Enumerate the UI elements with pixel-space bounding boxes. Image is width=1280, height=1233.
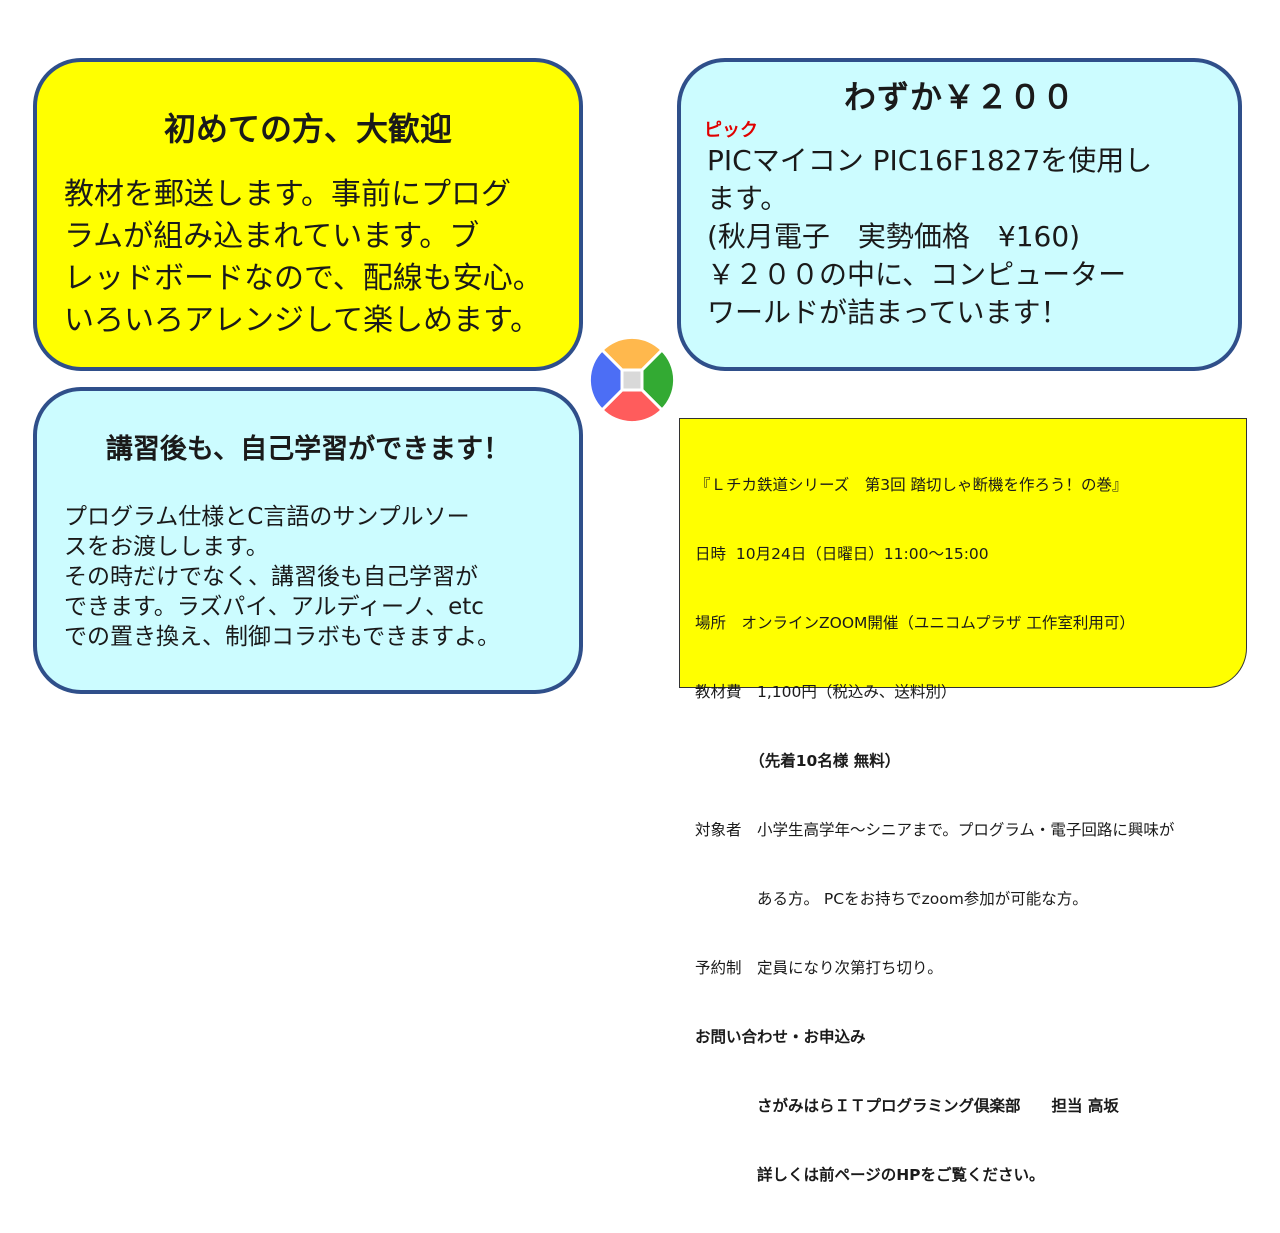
- wheel-segment-left: [587, 347, 624, 413]
- price-line: ￥２００の中に、コンピューター: [707, 258, 1127, 291]
- price-title: わずか￥２００: [843, 78, 1075, 116]
- welcome-line: いろいろアレンジして楽しめます。: [64, 303, 541, 338]
- event-line: 『Ｌチカ鉄道シリーズ 第3回 踏切しゃ断機を作ろう！の巻』: [695, 476, 1128, 494]
- welcome-box: 初めての方、大歓迎 教材を郵送します。事前にプログ ラムが組み込まれています。ブ…: [33, 58, 583, 371]
- self-study-line: できます。ラズパイ、アルディーノ、etc: [64, 594, 484, 620]
- price-line: PICマイコン PIC16F1827を使用し: [707, 144, 1153, 177]
- welcome-title: 初めての方、大歓迎: [163, 110, 452, 148]
- event-line: 場所 オンラインZOOM開催（ユニコムプラザ 工作室利用可）: [695, 614, 1135, 632]
- price-box: わずか￥２００ ピック PICマイコン PIC16F1827を使用し ます。 (…: [677, 58, 1242, 371]
- event-line: 教材費 1,100円（税込み、送料別）: [695, 683, 957, 701]
- price-line: (秋月電子 実勢価格 ¥160): [707, 220, 1081, 253]
- self-study-line: プログラム仕様とC言語のサンプルソー: [64, 504, 470, 530]
- event-line: 対象者 小学生高学年～シニアまで。プログラム・電子回路に興味が: [695, 821, 1175, 839]
- event-line: お問い合わせ・お申込み: [695, 1028, 866, 1046]
- self-study-title: 講習後も、自己学習ができます！: [105, 434, 511, 465]
- welcome-line: 教材を郵送します。事前にプログ: [64, 177, 511, 212]
- wheel-center: [620, 368, 644, 392]
- pic-ruby: ピック: [704, 120, 758, 141]
- color-wheel-graphic: [587, 335, 677, 425]
- event-line: 詳しくは前ページのHPをご覧ください。: [695, 1166, 1045, 1184]
- self-study-box: 講習後も、自己学習ができます！ プログラム仕様とC言語のサンプルソー スをお渡し…: [33, 387, 583, 694]
- self-study-text: プログラム仕様とC言語のサンプルソー スをお渡しします。 その時だけでなく、講習…: [64, 502, 500, 652]
- event-info-box: 『Ｌチカ鉄道シリーズ 第3回 踏切しゃ断機を作ろう！の巻』 日時 10月24日（…: [679, 418, 1247, 1184]
- event-line: （先着10名様 無料）: [695, 752, 901, 770]
- event-line: さがみはらＩＴプログラミング倶楽部 担当 高坂: [695, 1097, 1119, 1115]
- price-line: ワールドが詰まっています！: [707, 296, 1069, 329]
- event-line: ある方。 PCをお持ちでzoom参加が可能な方。: [695, 890, 1088, 908]
- price-text: PICマイコン PIC16F1827を使用し ます。 (秋月電子 実勢価格 ¥1…: [707, 142, 1152, 332]
- self-study-line: その時だけでなく、講習後も自己学習が: [64, 564, 478, 590]
- self-study-line: スをお渡しします。: [64, 534, 269, 560]
- event-line: 日時 10月24日（日曜日）11:00～15:00: [695, 545, 989, 563]
- welcome-line: ラムが組み込まれています。ブ: [64, 219, 480, 254]
- welcome-text: 教材を郵送します。事前にプログ ラムが組み込まれています。ブ レッドボードなので…: [64, 174, 543, 342]
- event-line: 予約制 定員になり次第打ち切り。: [695, 959, 943, 977]
- event-info-lines: 『Ｌチカ鉄道シリーズ 第3回 踏切しゃ断機を作ろう！の巻』 日時 10月24日（…: [695, 428, 1174, 1233]
- welcome-line: レッドボードなので、配線も安心。: [64, 261, 543, 296]
- price-line: ます。: [707, 182, 789, 215]
- self-study-line: での置き換え、制御コラボもできますよ。: [64, 624, 501, 650]
